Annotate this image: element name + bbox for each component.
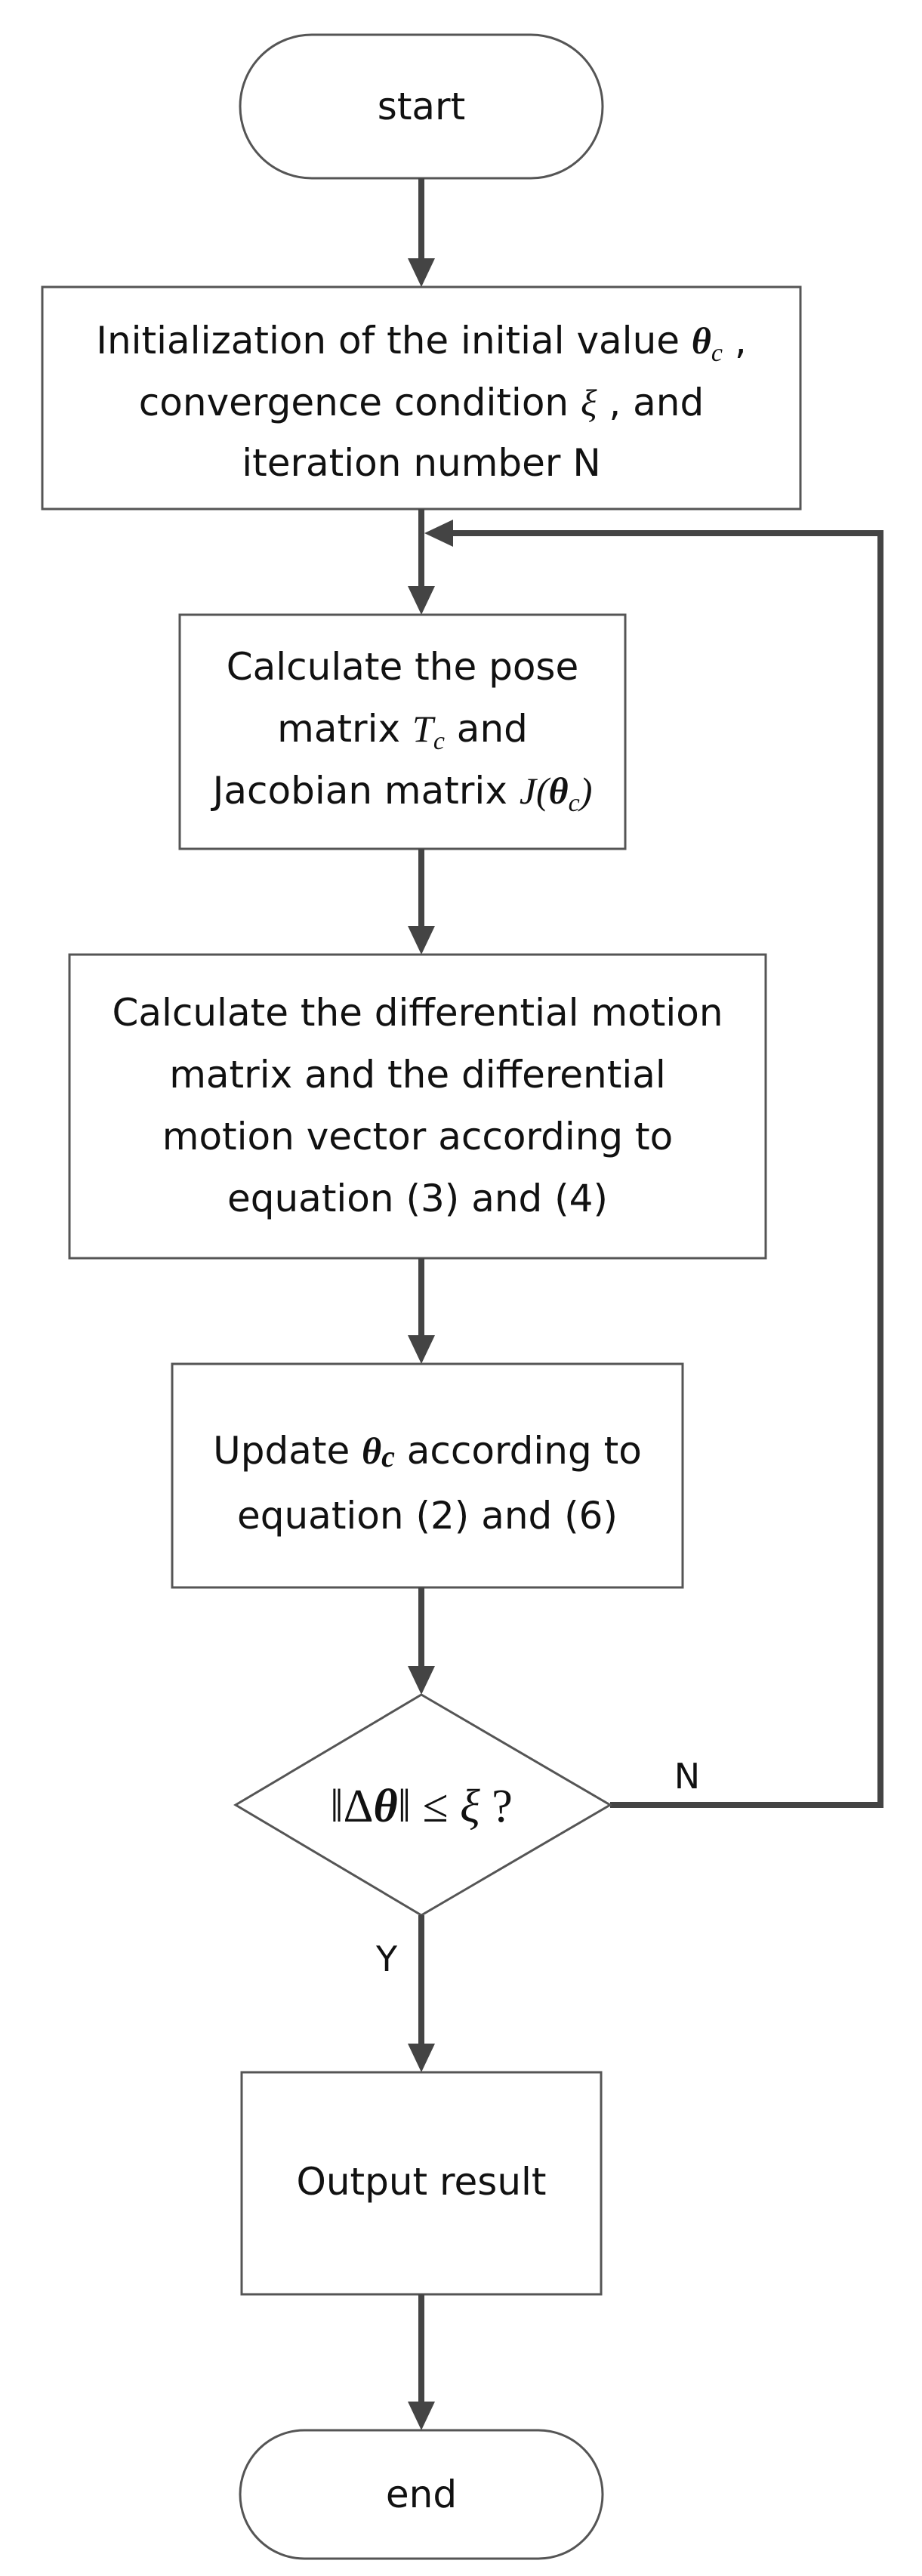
edge-label-no: N xyxy=(674,1756,700,1797)
differential-box xyxy=(68,953,767,1260)
init-box xyxy=(41,285,802,511)
update-line1: Update θc according to xyxy=(213,1429,642,1473)
differential-line4: equation (3) and (4) xyxy=(227,1177,608,1220)
arrowhead xyxy=(408,2044,435,2072)
arrowhead xyxy=(408,586,435,615)
update-box xyxy=(171,1362,684,1589)
end-label: end xyxy=(386,2473,457,2516)
edge-label-yes: Y xyxy=(375,1939,398,1979)
arrowhead xyxy=(408,258,435,287)
arrowhead xyxy=(408,926,435,955)
decision-condition: ‖Δθ‖ ≤ ξ ? xyxy=(330,1781,513,1832)
differential-line2: matrix and the differential xyxy=(169,1053,666,1097)
start-label: start xyxy=(378,85,465,128)
arrowhead xyxy=(408,2402,435,2430)
arrowhead xyxy=(408,1666,435,1695)
end-terminator xyxy=(239,2429,604,2560)
differential-line1: Calculate the differential motion xyxy=(112,991,723,1035)
output-label: Output result xyxy=(296,2160,546,2204)
loop-back-line xyxy=(452,530,883,1808)
update-line2: equation (2) and (6) xyxy=(237,1494,618,1538)
init-line3: iteration number N xyxy=(242,441,601,485)
init-line1: Initialization of the initial value θc , xyxy=(96,319,747,367)
arrowhead-loop xyxy=(424,520,453,547)
output-box xyxy=(240,2071,603,2296)
arrowhead xyxy=(408,1335,435,1364)
pose-line3: Jacobian matrix J(θc) xyxy=(211,769,593,817)
pose-line2: matrix Tc and xyxy=(277,707,528,755)
init-line2: convergence condition ξ , and xyxy=(139,381,704,424)
pose-box xyxy=(178,613,627,850)
differential-line3: motion vector according to xyxy=(162,1115,674,1158)
pose-line1: Calculate the pose xyxy=(227,645,579,689)
